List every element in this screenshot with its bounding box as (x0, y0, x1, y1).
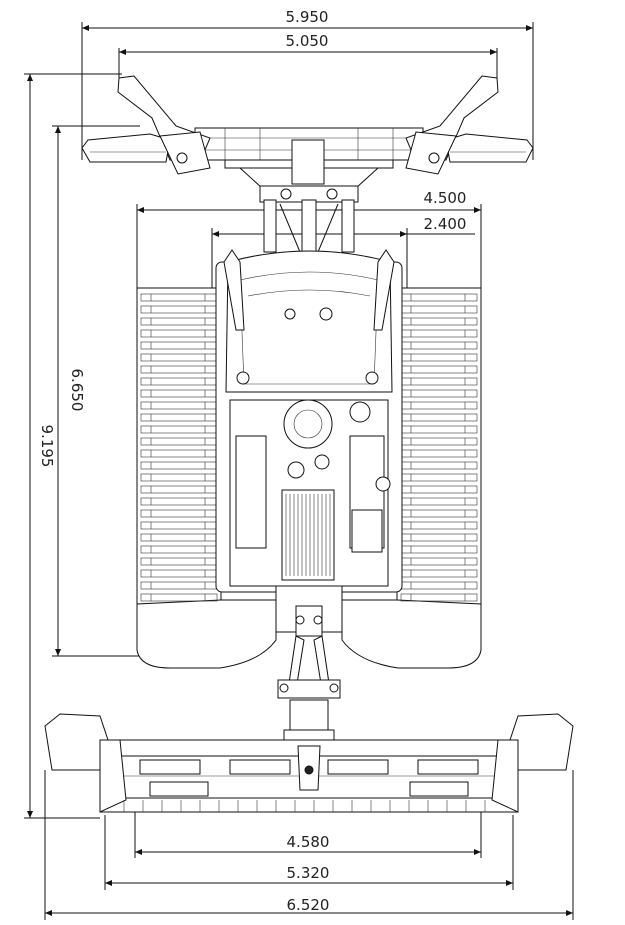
right-track (341, 287, 482, 669)
dimension-label-right-lower: 2.400 (424, 215, 467, 233)
dimension-label-top-inner: 5.050 (286, 32, 329, 50)
left-track (136, 287, 277, 669)
track-cleat (140, 593, 218, 602)
rear-tiller (44, 713, 574, 813)
dimension-label-left-outer: 9.195 (38, 425, 56, 468)
dimension-top-outer: 5.950 (81, 8, 534, 160)
dimension-bottom-3: 6.520 (44, 770, 574, 920)
dimension-label-bottom-3: 6.520 (287, 896, 330, 914)
dimension-left-inner: 6.650 (52, 125, 140, 657)
track-cleat (400, 593, 478, 602)
dimension-bottom-1: 4.580 (134, 805, 482, 858)
dimension-top-inner: 5.050 (118, 32, 498, 80)
dimension-left-outer: 9.195 (24, 73, 122, 819)
dimension-label-top-outer: 5.950 (286, 8, 329, 26)
chassis (215, 249, 403, 593)
front-blade (81, 75, 534, 263)
rear-boom (275, 585, 343, 747)
engine-fan-icon (283, 399, 333, 449)
dimension-label-right-upper: 4.500 (424, 189, 467, 207)
dimension-label-bottom-2: 5.320 (287, 864, 330, 882)
dimension-bottom-2: 5.320 (104, 815, 514, 890)
dimension-label-bottom-1: 4.580 (287, 833, 330, 851)
dimension-label-left-inner: 6.650 (68, 369, 86, 412)
